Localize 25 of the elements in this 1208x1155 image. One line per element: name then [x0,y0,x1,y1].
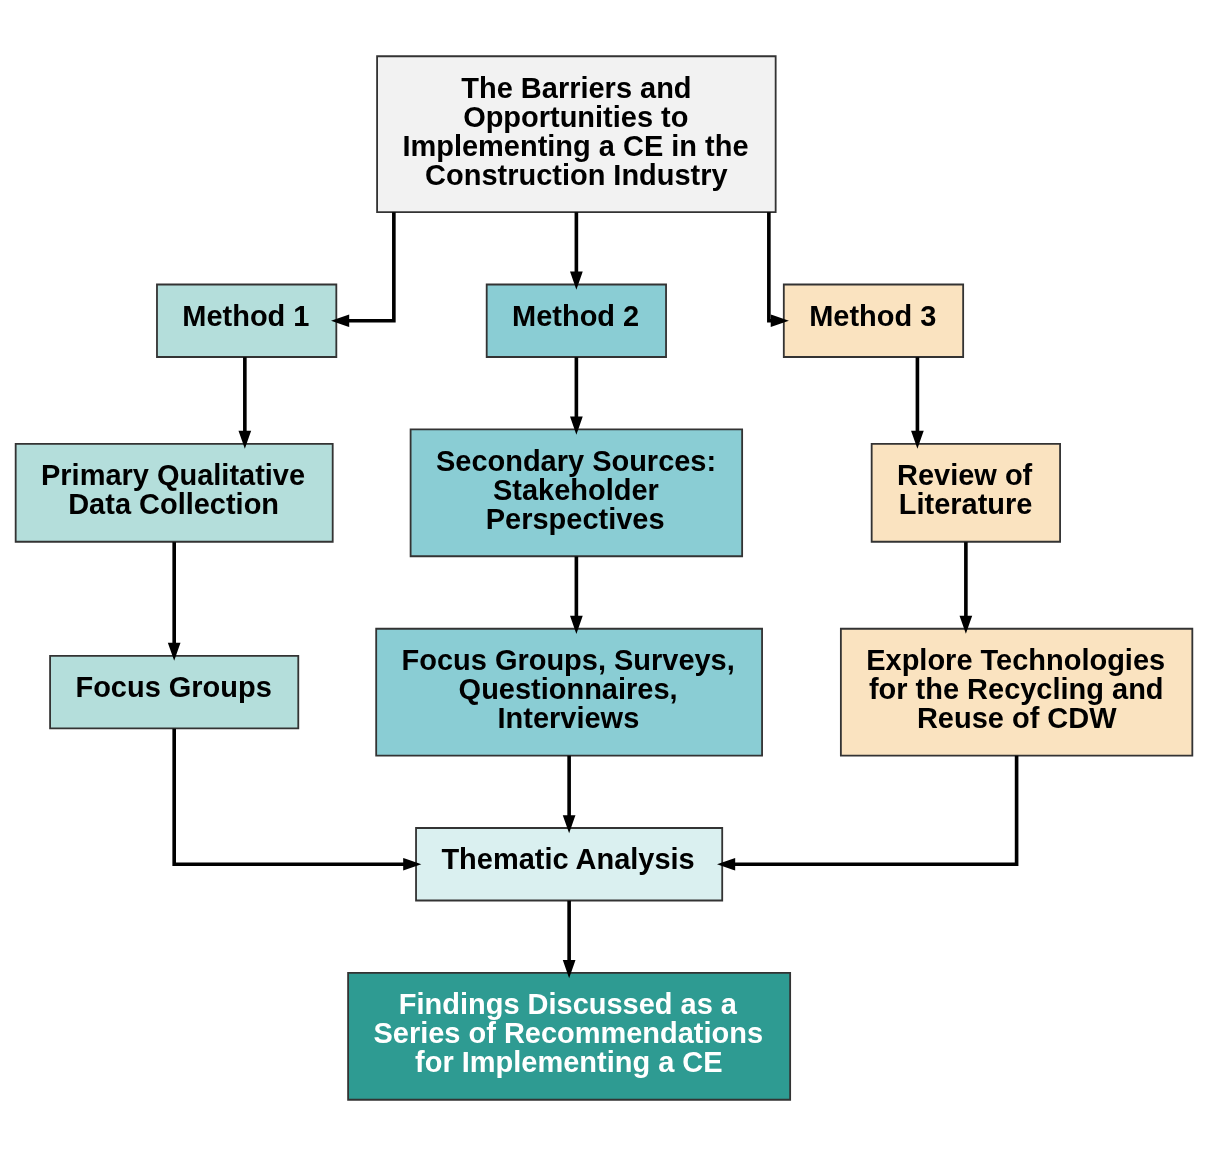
node-box: Focus Groups [49,654,300,729]
arrow [562,900,576,978]
node-box: Focus Groups, Surveys, Questionnaires, Interviews [375,627,763,756]
arrow [959,541,973,634]
node-box: Method 3 [782,283,965,358]
node-box: The Barriers and Opportunities to Implementing a CE in the Construction Industry [376,54,777,213]
arrow [172,728,422,871]
arrow [570,356,583,435]
node-box: Method 2 [485,283,667,358]
node-box: Thematic Analysis [415,826,724,901]
node-box: Secondary Sources: Stakeholder Perspectives [409,428,744,557]
arrow [911,356,924,449]
arrow [331,211,396,327]
arrow [167,541,181,661]
arrow [562,755,576,833]
arrow [570,211,583,290]
arrow [717,755,1019,871]
arrow [238,356,252,449]
node-box: Findings Discussed as a Series of Recommendations for Implementing a CE [347,971,792,1101]
node-box: Method 1 [156,283,338,358]
node-box: Explore Technologies for the Recycling and Reuse of CDW [839,627,1194,756]
node-box: Primary Qualitative Data Collection [14,442,334,543]
arrow [767,211,789,327]
arrow [570,555,583,634]
node-box: Review of Literature [870,442,1061,543]
